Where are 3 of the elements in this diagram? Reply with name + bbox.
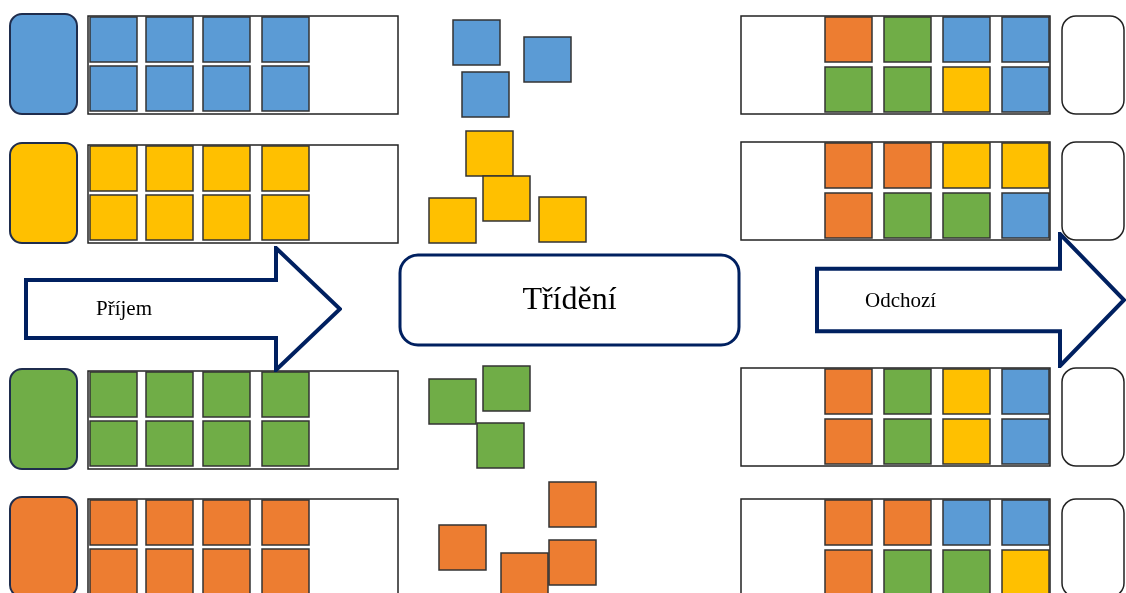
node-label: Příjem	[96, 296, 152, 321]
node-label: Třídění	[521, 280, 618, 318]
node-label: Odchozí	[865, 288, 937, 313]
